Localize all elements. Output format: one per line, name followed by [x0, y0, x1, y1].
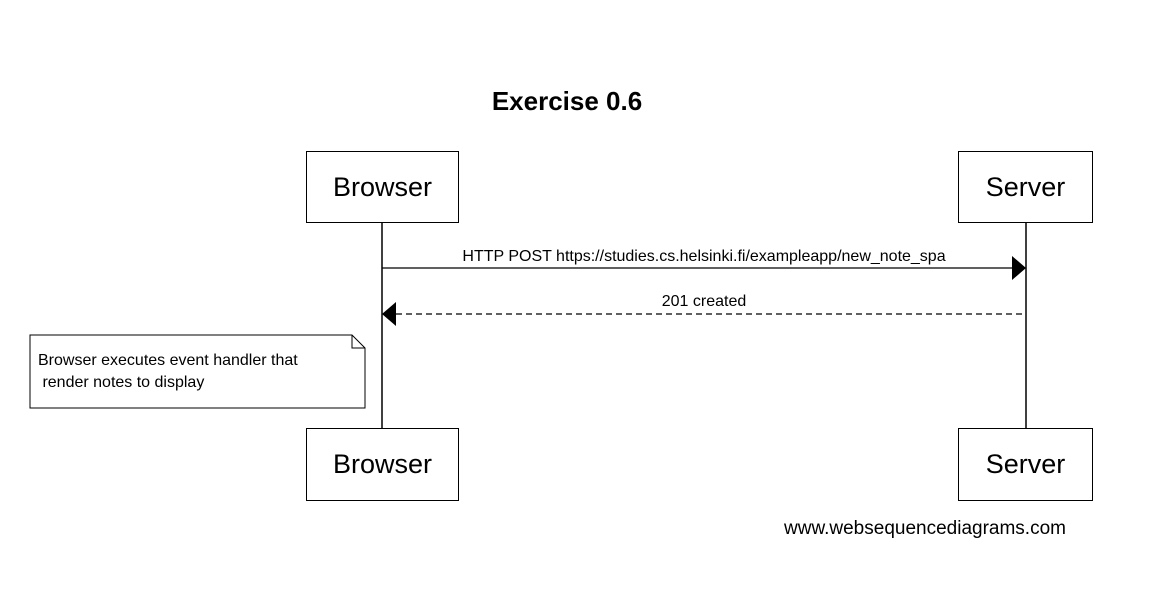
participant-server-top: Server [958, 151, 1093, 223]
arrowhead-right-icon [1012, 256, 1026, 280]
participant-browser-bottom: Browser [306, 428, 459, 501]
credit-text: www.websequencediagrams.com [784, 518, 1066, 539]
diagram-title: Exercise 0.6 [491, 86, 643, 116]
participant-server-bottom: Server [958, 428, 1093, 501]
arrowhead-left-icon [382, 302, 396, 326]
participant-browser-top: Browser [306, 151, 459, 223]
message-label-created: 201 created [661, 293, 747, 310]
note-corner-fold [351, 335, 365, 349]
note-text: Browser executes event handler that rend… [38, 352, 298, 391]
message-label-post: HTTP POST https://studies.cs.helsinki.fi… [462, 248, 946, 265]
note-box [29, 334, 366, 409]
